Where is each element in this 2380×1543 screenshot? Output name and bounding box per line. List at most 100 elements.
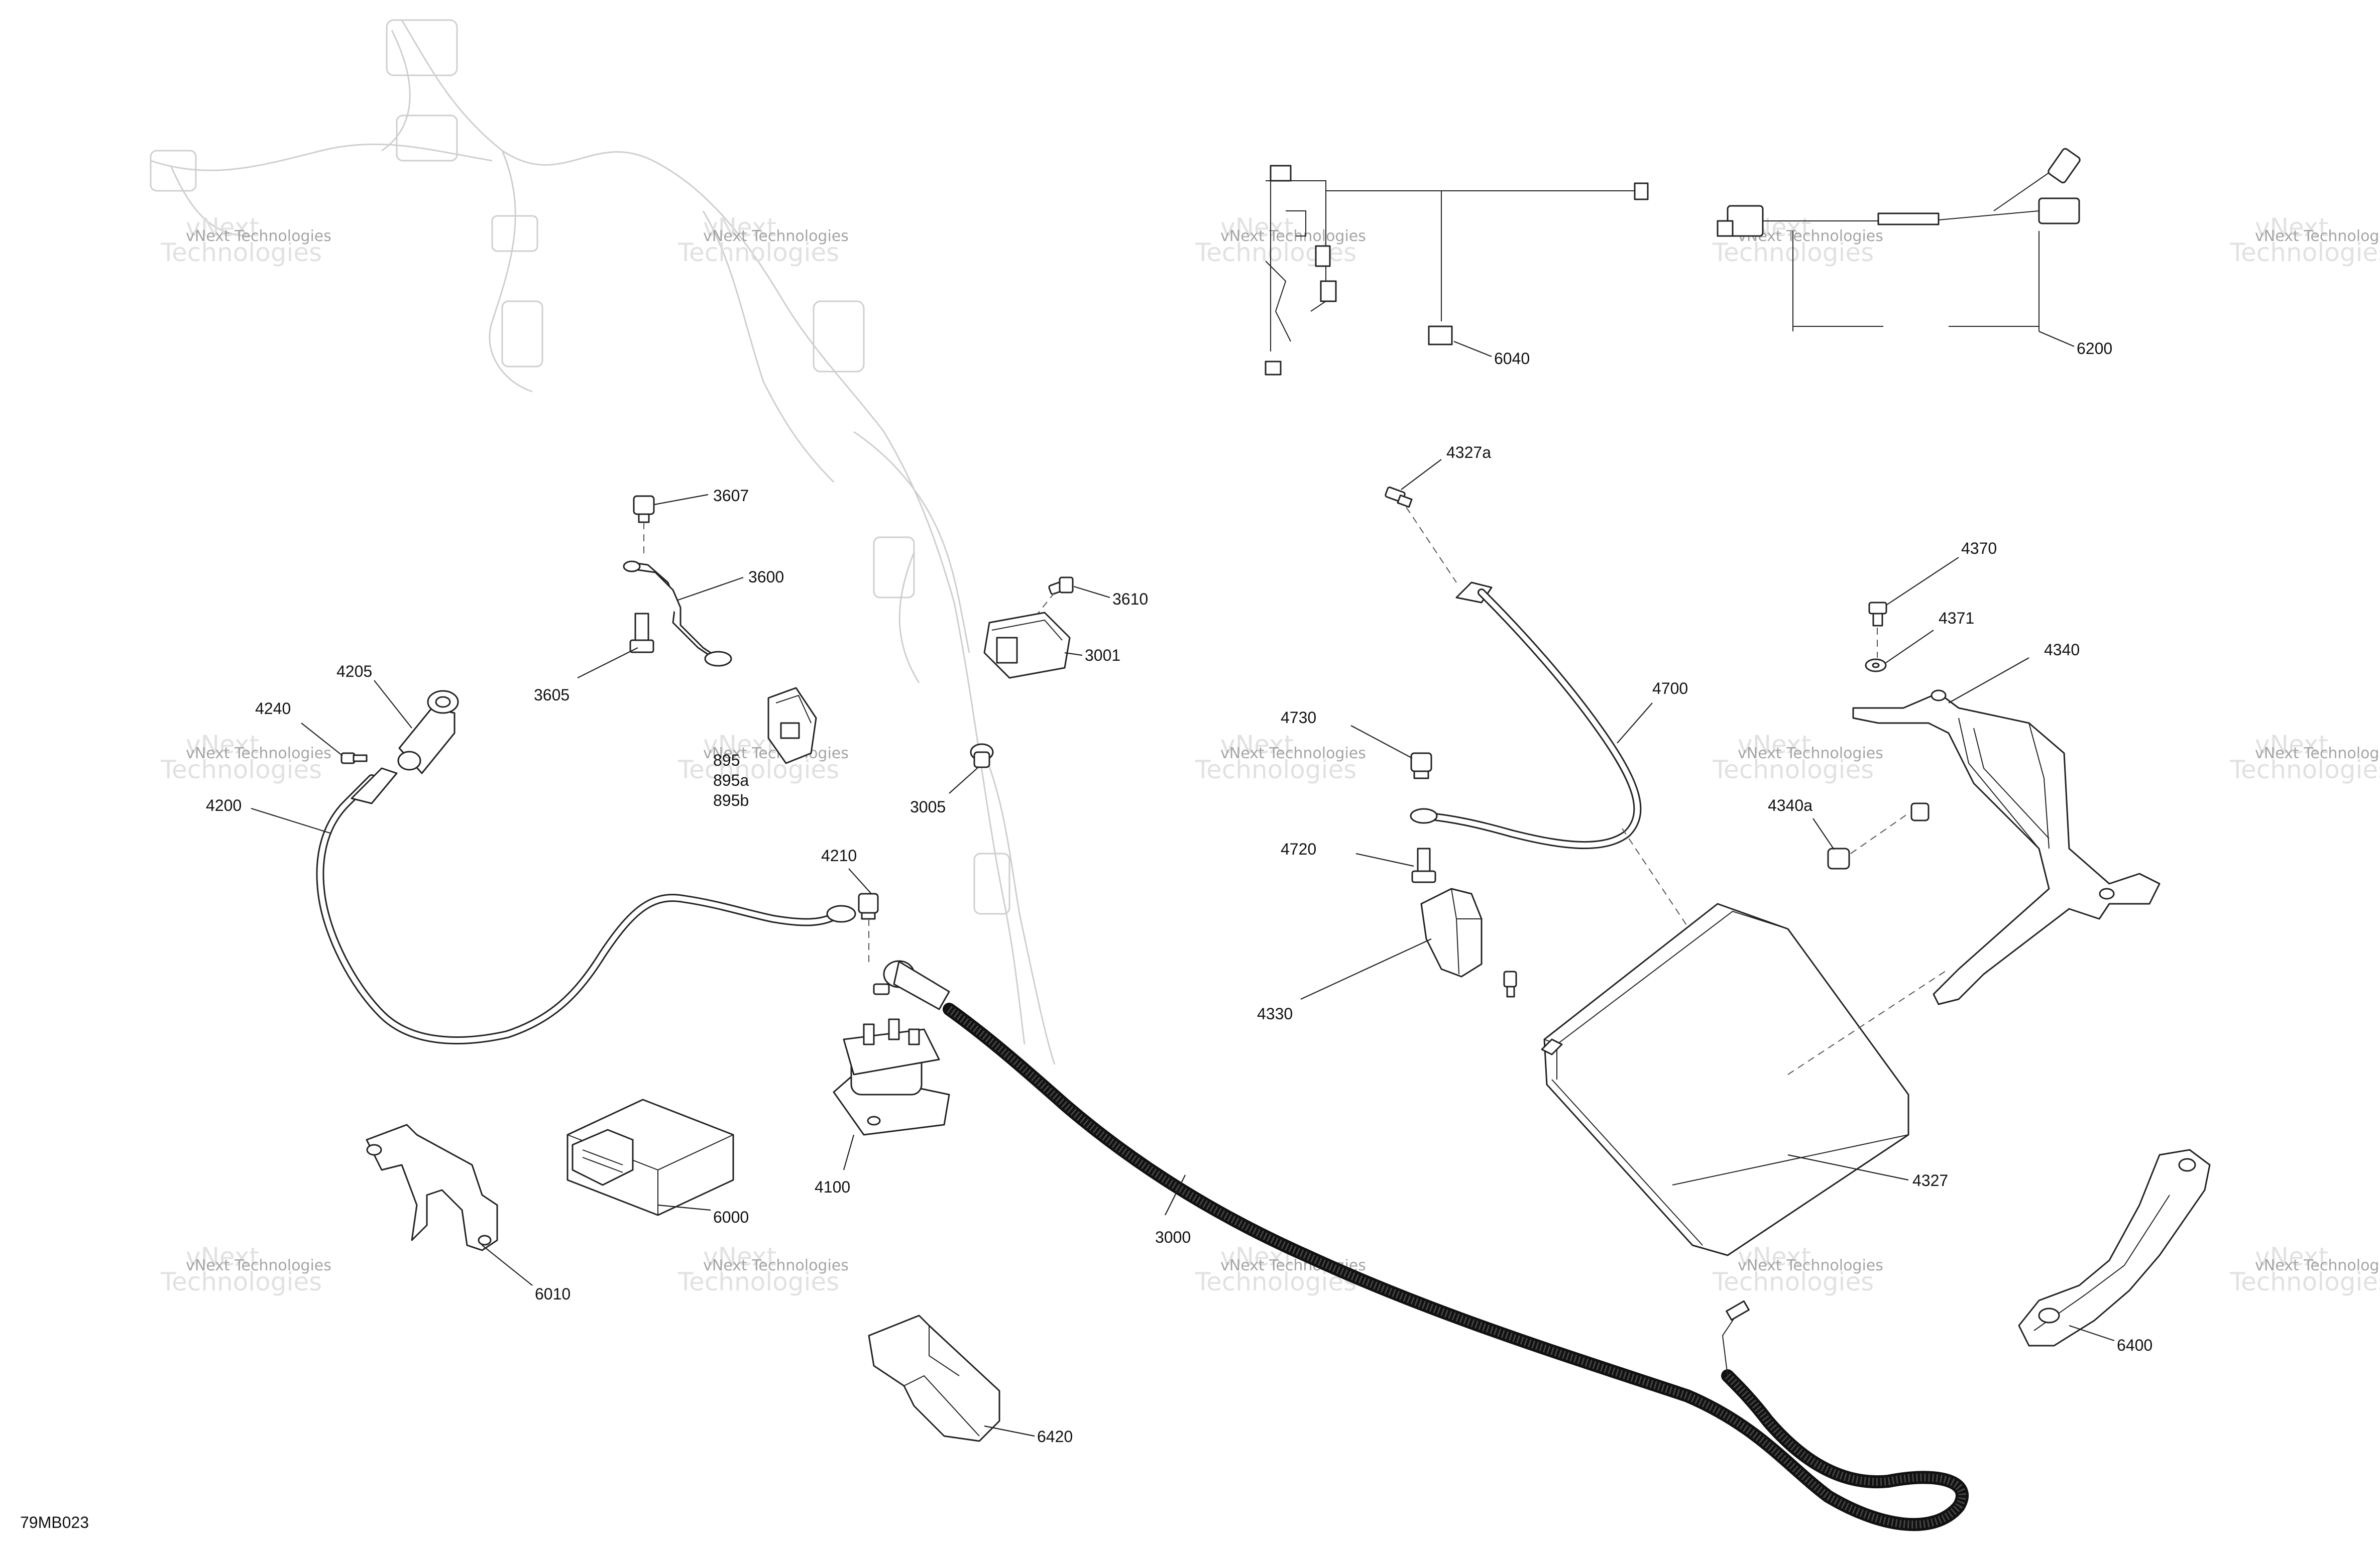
label-3005[interactable]: 3005 (910, 798, 946, 816)
label-6010[interactable]: 6010 (535, 1285, 571, 1303)
label-4730[interactable]: 4730 (1281, 708, 1316, 727)
svg-text:Technologies: Technologies (677, 238, 839, 267)
part-4100-starter-solenoid[interactable] (833, 960, 950, 1136)
watermark: vNext Technologies vNext Technologies (160, 1242, 331, 1296)
label-6400[interactable]: 6400 (2117, 1336, 2152, 1354)
watermark: vNext Technologies vNext Technologies (2229, 213, 2380, 267)
part-4371-washer[interactable] (1865, 658, 1887, 672)
label-4330[interactable]: 4330 (1257, 1005, 1293, 1023)
leader-3610 (1073, 585, 1110, 599)
leader-4200 (251, 807, 332, 835)
part-6040-harness[interactable] (1265, 165, 1649, 376)
watermark: vNext Technologies vNext Technologies (1195, 213, 1366, 267)
diagram-id: 79MB023 (20, 1513, 89, 1531)
label-6000[interactable]: 6000 (713, 1208, 749, 1226)
label-4200[interactable]: 4200 (206, 796, 242, 814)
part-6200-harness[interactable] (1717, 148, 2081, 331)
label-4340[interactable]: 4340 (2044, 641, 2080, 659)
label-895b[interactable]: 895b (713, 791, 749, 809)
leader-6040 (1453, 340, 1492, 358)
part-4340-battery-bracket[interactable] (1852, 689, 2161, 1005)
svg-text:Technologies: Technologies (1712, 755, 1874, 784)
label-3605[interactable]: 3605 (534, 686, 570, 704)
svg-text:vNext: vNext (1738, 730, 1811, 759)
watermark: vNext Technologies vNext Technologies (160, 730, 331, 784)
watermark: vNext Technologies vNext Technologies (1195, 730, 1366, 784)
svg-text:vNext: vNext (2255, 1242, 2328, 1271)
label-3607[interactable]: 3607 (713, 487, 749, 505)
svg-text:vNext Technologies: vNext Technologies (1738, 745, 1883, 762)
leader-3000 (1165, 1174, 1186, 1216)
part-4370-screw[interactable] (1868, 602, 1887, 627)
part-4210-nut[interactable] (858, 893, 879, 920)
part-3005-push-rivet[interactable] (970, 743, 994, 768)
part-4330-terminal-cover[interactable] (1420, 888, 1483, 978)
label-3000[interactable]: 3000 (1155, 1228, 1191, 1246)
leader-4370 (1886, 557, 1959, 606)
part-4240-screw[interactable] (341, 752, 368, 764)
svg-text:vNext Technologies: vNext Technologies (703, 1257, 849, 1274)
part-4730-nut[interactable] (1410, 752, 1432, 779)
label-4371[interactable]: 4371 (1939, 609, 1974, 627)
part-3000-harness-conduit[interactable] (943, 1003, 1969, 1531)
part-battery-terminal-bolt[interactable] (1503, 971, 1517, 998)
label-6040[interactable]: 6040 (1494, 349, 1530, 368)
part-3605-bolt[interactable] (629, 613, 654, 653)
axis-4327a (1406, 507, 1457, 583)
label-4340a[interactable]: 4340a (1768, 796, 1812, 814)
leader-4205 (374, 680, 412, 729)
leader-4240 (301, 723, 343, 756)
label-4100[interactable]: 4100 (815, 1178, 850, 1196)
leader-4327 (1787, 1154, 1909, 1181)
leader-3001 (1064, 652, 1083, 656)
part-4720-bolt[interactable] (1411, 848, 1436, 883)
label-4240[interactable]: 4240 (255, 699, 291, 718)
svg-text:vNext Technologies: vNext Technologies (1738, 1257, 1883, 1274)
label-3001[interactable]: 3001 (1085, 646, 1120, 664)
label-4327a[interactable]: 4327a (1446, 443, 1491, 461)
part-4200-positive-cable[interactable] (316, 767, 856, 1044)
part-3001-relay-holder[interactable] (983, 612, 1071, 679)
part-6400-bracket[interactable] (2018, 1149, 2211, 1347)
svg-text:vNext: vNext (186, 730, 259, 759)
part-3607-nut[interactable] (633, 495, 655, 523)
leader-6200 (2038, 330, 2075, 347)
part-4327a-bolt[interactable] (1385, 487, 1413, 508)
label-6200[interactable]: 6200 (2077, 339, 2112, 358)
label-4205[interactable]: 4205 (336, 662, 372, 680)
part-4327-battery[interactable] (1541, 903, 1909, 1256)
part-6010-bracket[interactable] (366, 1124, 498, 1251)
leader-4730 (1350, 725, 1413, 759)
part-6420-bracket[interactable] (868, 1315, 1000, 1442)
axis-battery (1787, 969, 1949, 1075)
part-3600-ground-strap[interactable] (623, 560, 732, 667)
label-4700[interactable]: 4700 (1652, 679, 1688, 697)
label-4370[interactable]: 4370 (1961, 539, 1997, 557)
svg-text:vNext Technologies: vNext Technologies (186, 745, 331, 762)
part-6000-module[interactable] (566, 1099, 734, 1216)
part-4340a-nut[interactable] (1827, 802, 1930, 870)
svg-text:vNext Technologies: vNext Technologies (2255, 1257, 2380, 1274)
part-4205-terminal-cap[interactable] (397, 690, 459, 774)
watermark-line1: vNext Technologies (186, 227, 331, 245)
label-3600[interactable]: 3600 (748, 568, 784, 586)
label-895[interactable]: 895 (713, 751, 740, 769)
svg-text:vNext: vNext (1220, 730, 1294, 759)
svg-text:vNext: vNext (1220, 213, 1294, 242)
part-4700-negative-cable[interactable] (1410, 581, 1642, 850)
leader-3600 (677, 576, 744, 601)
label-4210[interactable]: 4210 (821, 847, 857, 865)
watermark: vNext Technologies vNext Technologies (677, 1242, 849, 1296)
part-3610-screw[interactable] (1048, 576, 1074, 595)
part-895-connector[interactable] (767, 687, 817, 764)
label-3610[interactable]: 3610 (1112, 590, 1148, 608)
leader-4100 (843, 1134, 855, 1170)
label-6420[interactable]: 6420 (1037, 1428, 1073, 1446)
svg-text:vNext Technologies: vNext Technologies (2255, 745, 2380, 762)
leader-4340 (1948, 657, 2029, 703)
label-895a[interactable]: 895a (713, 771, 749, 789)
watermark: vNext Technologies vNext Technologies (160, 213, 331, 267)
label-4720[interactable]: 4720 (1281, 840, 1316, 858)
label-4327[interactable]: 4327 (1912, 1171, 1948, 1190)
